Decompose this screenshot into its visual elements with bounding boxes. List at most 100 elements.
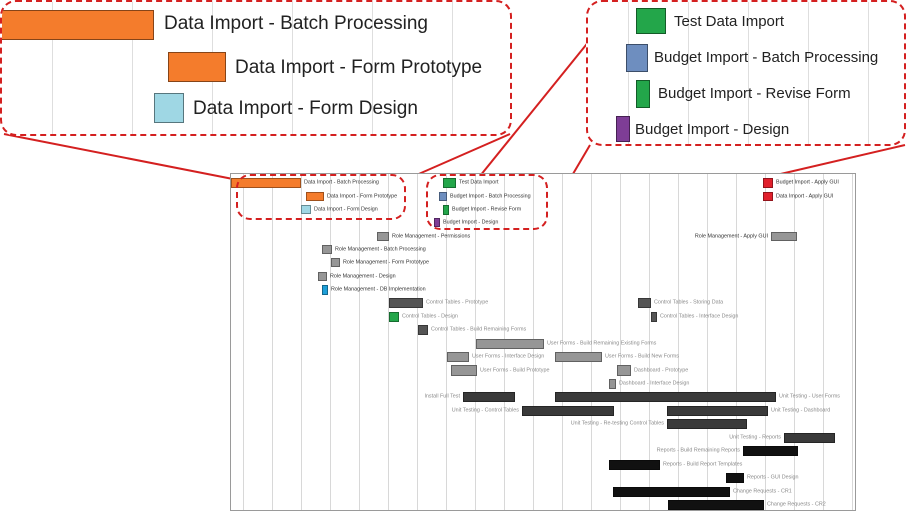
gantt-bar (322, 285, 328, 295)
gantt-bar (322, 245, 332, 254)
gantt-task-unit-testing-dashboard: Unit Testing - Dashboard (667, 406, 830, 416)
gantt-bar (555, 392, 776, 402)
gantt-task-reports-build-remaining-reports: Reports - Build Remaining Reports (657, 446, 798, 456)
gantt-task-data-import-apply-gui: Data Import - Apply GUI (763, 192, 833, 201)
gantt-bar (331, 258, 340, 267)
gantt-task-label: Control Tables - Prototype (426, 299, 489, 306)
gantt-task-control-tables-interface-design: Control Tables - Interface Design (651, 312, 738, 322)
highlight-data-import (236, 174, 406, 220)
gantt-bar (638, 298, 651, 308)
gantt-task-label: Unit Testing - Dashboard (771, 407, 831, 414)
gantt-task-role-management-apply-gui: Role Management - Apply GUI (695, 232, 797, 241)
gantt-bar (771, 232, 797, 241)
gantt-task-label: Dashboard - Interface Design (619, 380, 690, 387)
gantt-task-budget-import-revise-form: Budget Import - Revise Form (443, 205, 521, 215)
gantt-bar (667, 406, 768, 416)
gantt-task-label: Data Import - Batch Processing (304, 179, 379, 186)
gantt-task-change-requests-cr1: Change Requests - CR1 (613, 487, 792, 497)
gantt-task-label: Role Management - Design (330, 272, 396, 279)
connector-left-a (3, 133, 239, 181)
gantt-bar (763, 192, 773, 201)
gantt-task-label: Role Management - Permissions (392, 232, 471, 239)
gantt-task-label: Change Requests - CR2 (767, 501, 826, 508)
zoom-bar-budget-import-design (616, 116, 630, 142)
gantt-task-label: User Forms - Build New Forms (605, 353, 679, 360)
gantt-bar (743, 446, 798, 456)
gantt-bar (609, 379, 616, 389)
gantt-task-data-import-form-design: Data Import - Form Design (301, 205, 378, 214)
gantt-task-reports-build-report-templates: Reports - Build Report Templates (609, 460, 742, 470)
gantt-task-user-forms-build-prototype: User Forms - Build Prototype (451, 365, 550, 376)
gantt-task-role-management-form-prototype: Role Management - Form Prototype (331, 258, 429, 267)
zoom-callout-data-import: Data Import - Batch Processing Data Impo… (0, 0, 512, 136)
gantt-task-control-tables-storing-data: Control Tables - Storing Data (638, 298, 723, 308)
gantt-bar (609, 460, 660, 470)
gantt-task-control-tables-design: Control Tables - Design (389, 312, 458, 322)
zoom-callout-budget-import: Test Data Import Budget Import - Batch P… (586, 0, 906, 146)
gantt-task-label: Role Management - Form Prototype (343, 258, 429, 265)
gantt-task-budget-import-apply-gui: Budget Import - Apply GUI (763, 178, 839, 188)
gantt-task-unit-testing-control-tables: Unit Testing - Control Tables (452, 406, 614, 416)
gantt-task-data-import-form-prototype: Data Import - Form Prototype (306, 192, 397, 201)
gantt-bar (651, 312, 657, 322)
gantt-task-label: Data Import - Apply GUI (776, 192, 834, 199)
gantt-task-label: Unit Testing - Re-testing Control Tables (570, 420, 664, 427)
gantt-task-reports-gui-design: Reports - GUI Design (726, 473, 799, 483)
gantt-task-label: Control Tables - Storing Data (654, 299, 724, 306)
gantt-task-budget-import-batch-processing: Budget Import - Batch Processing (439, 192, 531, 201)
gantt-task-label: Reports - Build Remaining Reports (656, 447, 740, 454)
gantt-task-role-management-batch-processing: Role Management - Batch Processing (322, 245, 426, 254)
gantt-task-dashboard-prototype: Dashboard - Prototype (617, 365, 688, 376)
zoom-bar-data-import-form-design (154, 93, 184, 123)
gantt-bar (613, 487, 730, 497)
gantt-bar (617, 365, 631, 376)
gantt-bar (306, 192, 324, 201)
gantt-task-control-tables-build-remaining-forms: Control Tables - Build Remaining Forms (418, 325, 526, 335)
gantt-task-test-data-import: Test Data Import (443, 178, 499, 188)
gantt-bar (726, 473, 744, 483)
gantt-bar (476, 339, 544, 349)
gantt-task-label: Role Management - Batch Processing (335, 245, 426, 252)
highlight-budget-import (426, 174, 548, 230)
gantt-task-label: Unit Testing - Reports (729, 434, 781, 441)
gantt-bar (439, 192, 447, 201)
gantt-task-unit-testing-re-testing-control-tables: Unit Testing - Re-testing Control Tables (571, 419, 747, 429)
gantt-task-role-management-design: Role Management - Design (318, 272, 396, 281)
gantt-task-data-import-batch-processing: Data Import - Batch Processing (231, 178, 379, 188)
gantt-task-dashboard-interface-design: Dashboard - Interface Design (609, 379, 689, 389)
gantt-bar (443, 205, 449, 215)
gantt-bar (463, 392, 515, 402)
gantt-task-label: Test Data Import (459, 179, 499, 186)
gantt-task-user-forms-interface-design: User Forms - Interface Design (447, 352, 544, 362)
gantt-task-label: Change Requests - CR1 (733, 488, 792, 495)
gantt-task-role-management-permissions: Role Management - Permissions (377, 232, 470, 241)
gantt-task-label: Unit Testing - Control Tables (451, 407, 519, 414)
gantt-task-label: Budget Import - Batch Processing (450, 192, 531, 199)
gantt-task-user-forms-build-new-forms: User Forms - Build New Forms (555, 352, 679, 362)
zoom-label-data-import-form-prototype: Data Import - Form Prototype (235, 57, 483, 78)
gantt-task-unit-testing-reports: Unit Testing - Reports (729, 433, 835, 443)
gantt-task-install-full-test: Install Full Test (424, 392, 515, 402)
gantt-bar (668, 500, 764, 510)
connector-right-a (479, 39, 591, 177)
gantt-task-label: Budget Import - Design (443, 218, 499, 225)
gantt-task-label: Control Tables - Interface Design (660, 313, 739, 320)
gantt-task-label: Unit Testing - User Forms (779, 393, 841, 400)
gantt-task-unit-testing-user-forms: Unit Testing - User Forms (555, 392, 840, 402)
zoom-label-data-import-form-design: Data Import - Form Design (193, 98, 418, 119)
gantt-task-label: Reports - Build Report Templates (663, 461, 743, 468)
gantt-task-label: Control Tables - Design (402, 313, 458, 320)
zoom-label-data-import-batch-processing: Data Import - Batch Processing (164, 13, 428, 34)
zoom-label-budget-import-design: Budget Import - Design (635, 121, 790, 138)
zoom-bar-budget-import-revise-form (636, 80, 650, 108)
gantt-bar (555, 352, 602, 362)
gantt-task-control-tables-prototype: Control Tables - Prototype (389, 298, 488, 308)
gantt-task-label: Dashboard - Prototype (634, 366, 689, 373)
gantt-task-label: User Forms - Build Prototype (480, 366, 550, 373)
gantt-bar (443, 178, 456, 188)
gantt-task-label: Install Full Test (424, 393, 460, 400)
zoom-label-budget-import-batch-processing: Budget Import - Batch Processing (654, 49, 879, 66)
zoom-label-budget-import-revise-form: Budget Import - Revise Form (658, 85, 851, 102)
gantt-task-label: Role Management - DB Implementation (331, 286, 426, 293)
